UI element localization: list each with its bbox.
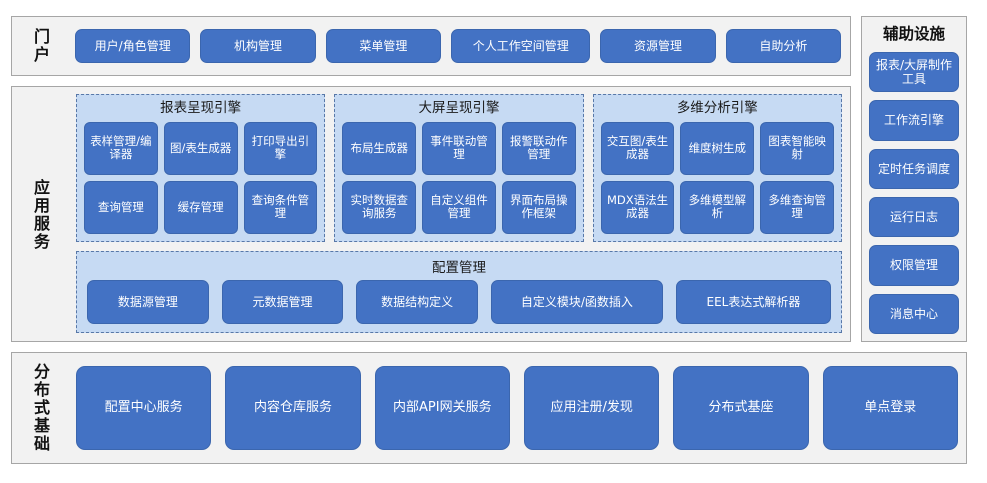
engine-item-ui-layout-operation-framework[interactable]: 界面布局操作框架 (501, 180, 576, 234)
engine-item-multidimensional-query-management[interactable]: 多维查询管理 (760, 180, 834, 234)
engines-row: 报表呈现引擎 表样管理/编译器 图/表生成器 打印导出引擎 查询管理 缓存管理 … (76, 94, 842, 242)
application-services-layer-label: 应用服务 (34, 178, 51, 251)
config-item-eel-expression-parser[interactable]: EEL表达式解析器 (675, 280, 831, 324)
engine-item-layout-generator[interactable]: 布局生成器 (342, 121, 417, 175)
engine-item-interactive-chart-table-generator[interactable]: 交互图/表生成器 (600, 121, 675, 175)
engine-item-chart-intelligent-mapping[interactable]: 图表智能映射 (760, 121, 834, 175)
application-services-layer-title: 应用服务 (20, 150, 64, 280)
config-item-datasource-management[interactable]: 数据源管理 (87, 280, 209, 324)
engine-large-screen-rendering-title: 大屏呈现引擎 (418, 100, 500, 116)
engine-item-multidimensional-model-parsing[interactable]: 多维模型解析 (680, 180, 755, 234)
engine-item-custom-component-management[interactable]: 自定义组件管理 (422, 180, 496, 234)
engine-report-rendering: 报表呈现引擎 表样管理/编译器 图/表生成器 打印导出引擎 查询管理 缓存管理 … (76, 94, 326, 242)
engine-multidimensional-analysis: 多维分析引擎 交互图/表生成器 维度树生成 图表智能映射 MDX语法生成器 多维… (592, 94, 842, 242)
aux-item-message-center[interactable]: 消息中心 (869, 293, 959, 334)
distributed-base-layer-label: 分布式基础 (34, 362, 51, 453)
engine-item-template-management-compiler[interactable]: 表样管理/编译器 (84, 121, 158, 175)
engine-multidimensional-analysis-items: 交互图/表生成器 维度树生成 图表智能映射 MDX语法生成器 多维模型解析 多维… (600, 121, 834, 234)
aux-item-report-dashboard-authoring-tool[interactable]: 报表/大屏制作工具 (869, 52, 959, 93)
auxiliary-facilities-title: 辅助设施 (882, 25, 945, 43)
config-item-metadata-management[interactable]: 元数据管理 (221, 280, 344, 324)
engine-item-mdx-syntax-generator[interactable]: MDX语法生成器 (600, 180, 675, 234)
configuration-management-title: 配置管理 (432, 260, 486, 276)
configuration-management-box: 配置管理 数据源管理 元数据管理 数据结构定义 自定义模块/函数插入 EEL表达… (76, 251, 842, 333)
portal-item-resource-management[interactable]: 资源管理 (600, 29, 716, 63)
portal-item-personal-workspace-management[interactable]: 个人工作空间管理 (451, 29, 591, 63)
portal-item-self-service-analysis[interactable]: 自助分析 (725, 29, 842, 63)
engine-large-screen-rendering: 大屏呈现引擎 布局生成器 事件联动管理 报警联动作管理 实时数据查询服务 自定义… (334, 94, 584, 242)
portal-layer-label: 门户 (34, 27, 51, 64)
dist-item-content-repository-service[interactable]: 内容仓库服务 (225, 366, 361, 450)
dist-item-single-sign-on[interactable]: 单点登录 (822, 366, 958, 450)
distributed-base-layer-title: 分布式基础 (20, 360, 64, 456)
dist-item-app-registration-discovery[interactable]: 应用注册/发现 (523, 366, 660, 450)
portal-item-user-role-management[interactable]: 用户/角色管理 (75, 29, 191, 63)
auxiliary-facilities-items: 报表/大屏制作工具 工作流引擎 定时任务调度 运行日志 权限管理 消息中心 (869, 52, 959, 334)
dist-item-distributed-foundation[interactable]: 分布式基座 (673, 366, 809, 450)
config-item-data-structure-definition[interactable]: 数据结构定义 (356, 280, 478, 324)
engine-item-query-management[interactable]: 查询管理 (84, 180, 158, 234)
engine-item-print-export-engine[interactable]: 打印导出引擎 (243, 121, 318, 175)
engine-item-dimension-tree-generation[interactable]: 维度树生成 (680, 121, 755, 175)
engine-item-cache-management[interactable]: 缓存管理 (163, 180, 238, 234)
distributed-base-items: 配置中心服务 内容仓库服务 内部API网关服务 应用注册/发现 分布式基座 单点… (76, 366, 958, 450)
aux-item-workflow-engine[interactable]: 工作流引擎 (869, 100, 959, 141)
aux-item-scheduled-task-scheduling[interactable]: 定时任务调度 (869, 148, 959, 189)
engine-item-realtime-data-query-service[interactable]: 实时数据查询服务 (342, 180, 417, 234)
aux-item-runtime-log[interactable]: 运行日志 (869, 196, 959, 238)
portal-layer-title: 门户 (20, 22, 64, 70)
aux-item-permission-management[interactable]: 权限管理 (869, 245, 959, 286)
engine-item-event-linkage-management[interactable]: 事件联动管理 (422, 121, 496, 175)
engine-item-chart-table-generator[interactable]: 图/表生成器 (163, 121, 238, 175)
engine-item-query-condition-management[interactable]: 查询条件管理 (243, 180, 318, 234)
portal-item-row: 用户/角色管理 机构管理 菜单管理 个人工作空间管理 资源管理 自助分析 (75, 26, 842, 66)
engine-multidimensional-analysis-title: 多维分析引擎 (676, 100, 758, 116)
portal-item-org-management[interactable]: 机构管理 (200, 29, 316, 63)
engine-report-rendering-items: 表样管理/编译器 图/表生成器 打印导出引擎 查询管理 缓存管理 查询条件管理 (84, 121, 318, 234)
configuration-management-items: 数据源管理 元数据管理 数据结构定义 自定义模块/函数插入 EEL表达式解析器 (87, 280, 831, 324)
dist-item-config-center-service[interactable]: 配置中心服务 (76, 366, 212, 450)
portal-item-menu-management[interactable]: 菜单管理 (325, 29, 442, 63)
engine-report-rendering-title: 报表呈现引擎 (160, 100, 242, 116)
dist-item-internal-api-gateway-service[interactable]: 内部API网关服务 (374, 366, 510, 450)
engine-large-screen-rendering-items: 布局生成器 事件联动管理 报警联动作管理 实时数据查询服务 自定义组件管理 界面… (342, 121, 576, 234)
config-item-custom-module-function-insert[interactable]: 自定义模块/函数插入 (490, 280, 663, 324)
engine-item-alarm-linkage-action-management[interactable]: 报警联动作管理 (501, 121, 576, 175)
